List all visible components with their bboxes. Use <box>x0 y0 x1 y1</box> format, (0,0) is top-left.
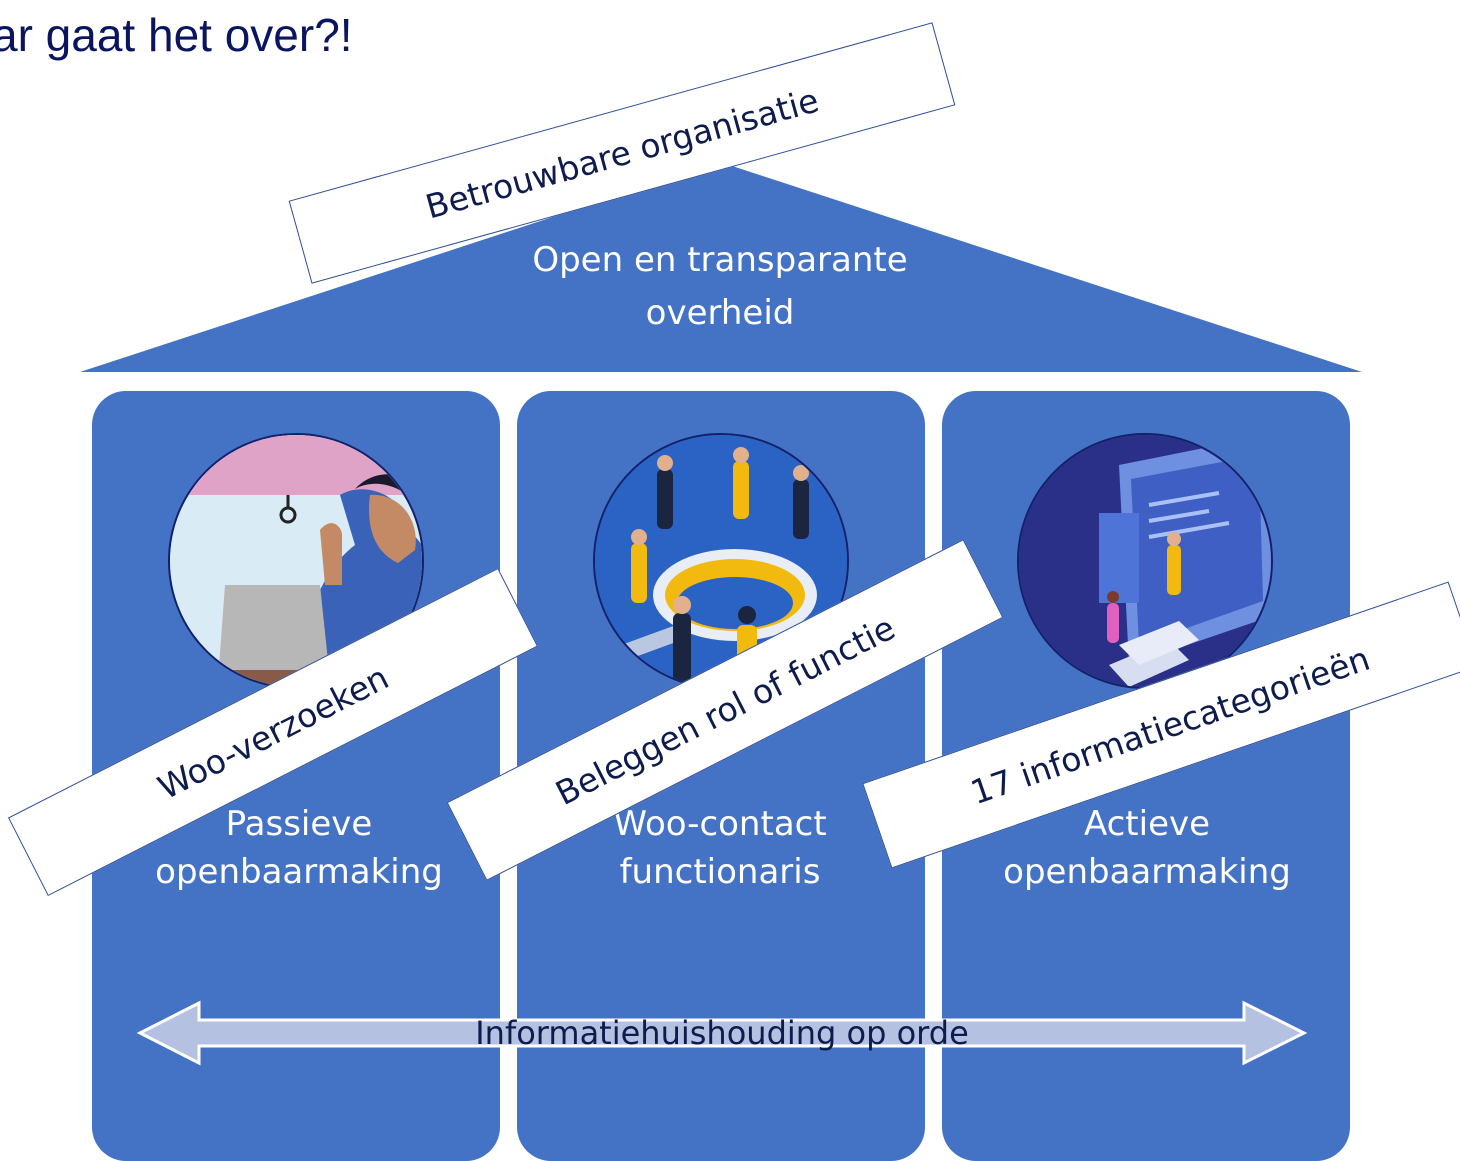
roof-label: Open en transparante overheid <box>532 240 908 333</box>
pillar-label-contact: Woo-contact functionaris <box>613 804 827 892</box>
roof-triangle <box>80 162 1362 372</box>
slide-title: ar gaat het over?! <box>0 9 353 61</box>
pillar-label-passive: Passieve openbaarmaking <box>155 804 443 892</box>
foundation-arrow-label: Informatiehuishouding op orde <box>475 1014 969 1052</box>
pillar-label-active: Actieve openbaarmaking <box>1003 804 1291 892</box>
people-around-magnifier-illustration <box>593 433 849 689</box>
foundation-double-arrow <box>136 1000 1308 1066</box>
people-at-screen-illustration <box>1017 433 1273 689</box>
